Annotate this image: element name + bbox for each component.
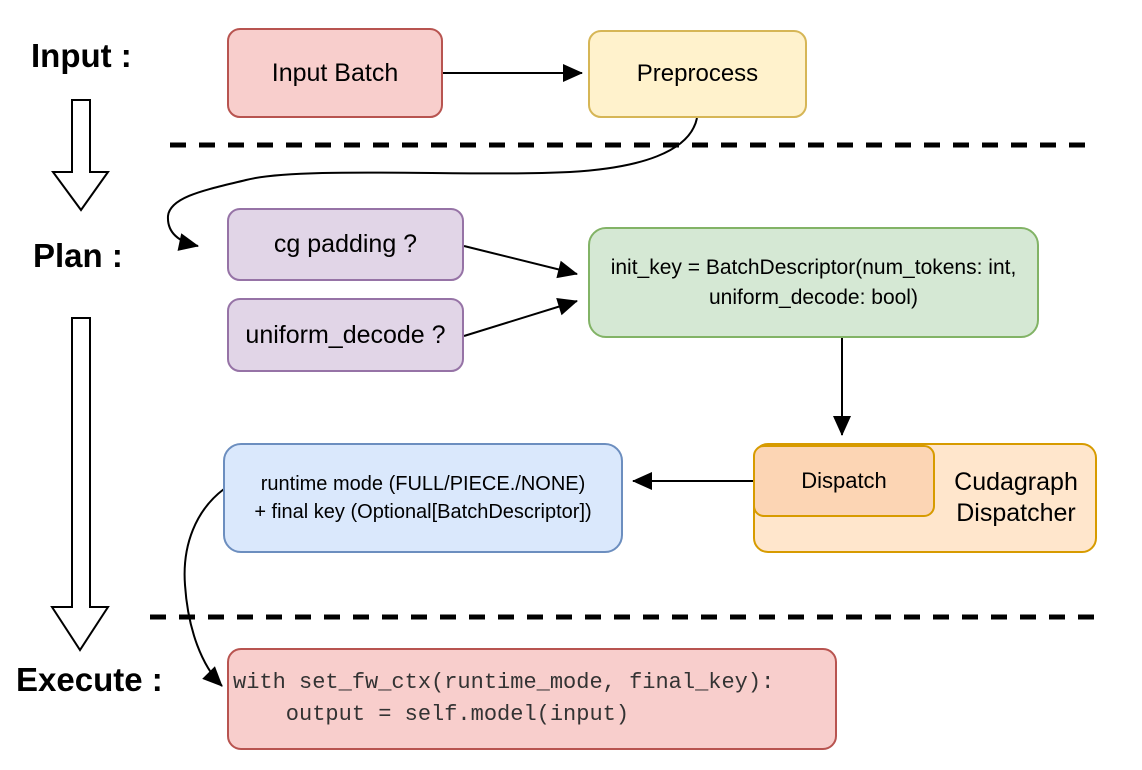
phase-label-input: Input : [31,37,132,74]
arrow-preprocess-to-cg-padding [166,117,698,251]
node-runtime-mode: runtime mode (FULL/PIECE./NONE) + final … [223,443,623,553]
node-init-key-line1: init_key = BatchDescriptor(num_tokens: i… [610,255,1017,279]
node-uniform-decode-label: uniform_decode ? [245,320,446,349]
node-init-key-line2: uniform_decode: bool) [709,285,918,309]
node-runtime-mode-line2: + final key (Optional[BatchDescriptor]) [254,501,592,523]
node-preprocess-label: Preprocess [636,60,759,87]
node-preprocess: Preprocess [588,30,807,118]
node-input-batch-label: Input Batch [271,58,399,87]
phase-arrow-input-to-plan [51,99,110,212]
node-execute-code-text: with set_fw_ctx(runtime_mode, final_key)… [233,667,774,731]
node-cg-padding-label: cg padding ? [273,230,418,258]
node-runtime-mode-line1: runtime mode (FULL/PIECE./NONE) [260,473,586,495]
phase-arrow-plan-to-execute [50,317,110,652]
node-cudagraph-dispatcher-line2: Dispatcher [956,499,1076,527]
arrow-runtime-mode-to-execute-code [183,488,225,687]
node-dispatch: Dispatch [753,445,935,517]
node-execute-code-line2: output = self.model(input) [233,702,630,727]
node-runtime-mode-text: runtime mode (FULL/PIECE./NONE) + final … [254,470,591,526]
phase-label-plan: Plan : [33,237,123,274]
node-cudagraph-dispatcher-line1: Cudagraph [954,468,1078,496]
node-uniform-decode: uniform_decode ? [227,298,464,372]
node-execute-code: with set_fw_ctx(runtime_mode, final_key)… [227,648,837,750]
node-init-key: init_key = BatchDescriptor(num_tokens: i… [588,227,1039,338]
node-dispatch-label: Dispatch [801,468,887,493]
arrow-cg-padding-to-init-key [463,245,578,279]
phase-label-execute: Execute : [16,661,163,698]
node-execute-code-line1: with set_fw_ctx(runtime_mode, final_key)… [233,670,775,695]
node-init-key-text: init_key = BatchDescriptor(num_tokens: i… [611,253,1017,313]
node-cg-padding: cg padding ? [227,208,464,281]
arrow-uniform-decode-to-init-key [463,298,578,337]
node-cudagraph-dispatcher-text: Cudagraph Dispatcher [954,467,1078,529]
node-input-batch: Input Batch [227,28,443,118]
